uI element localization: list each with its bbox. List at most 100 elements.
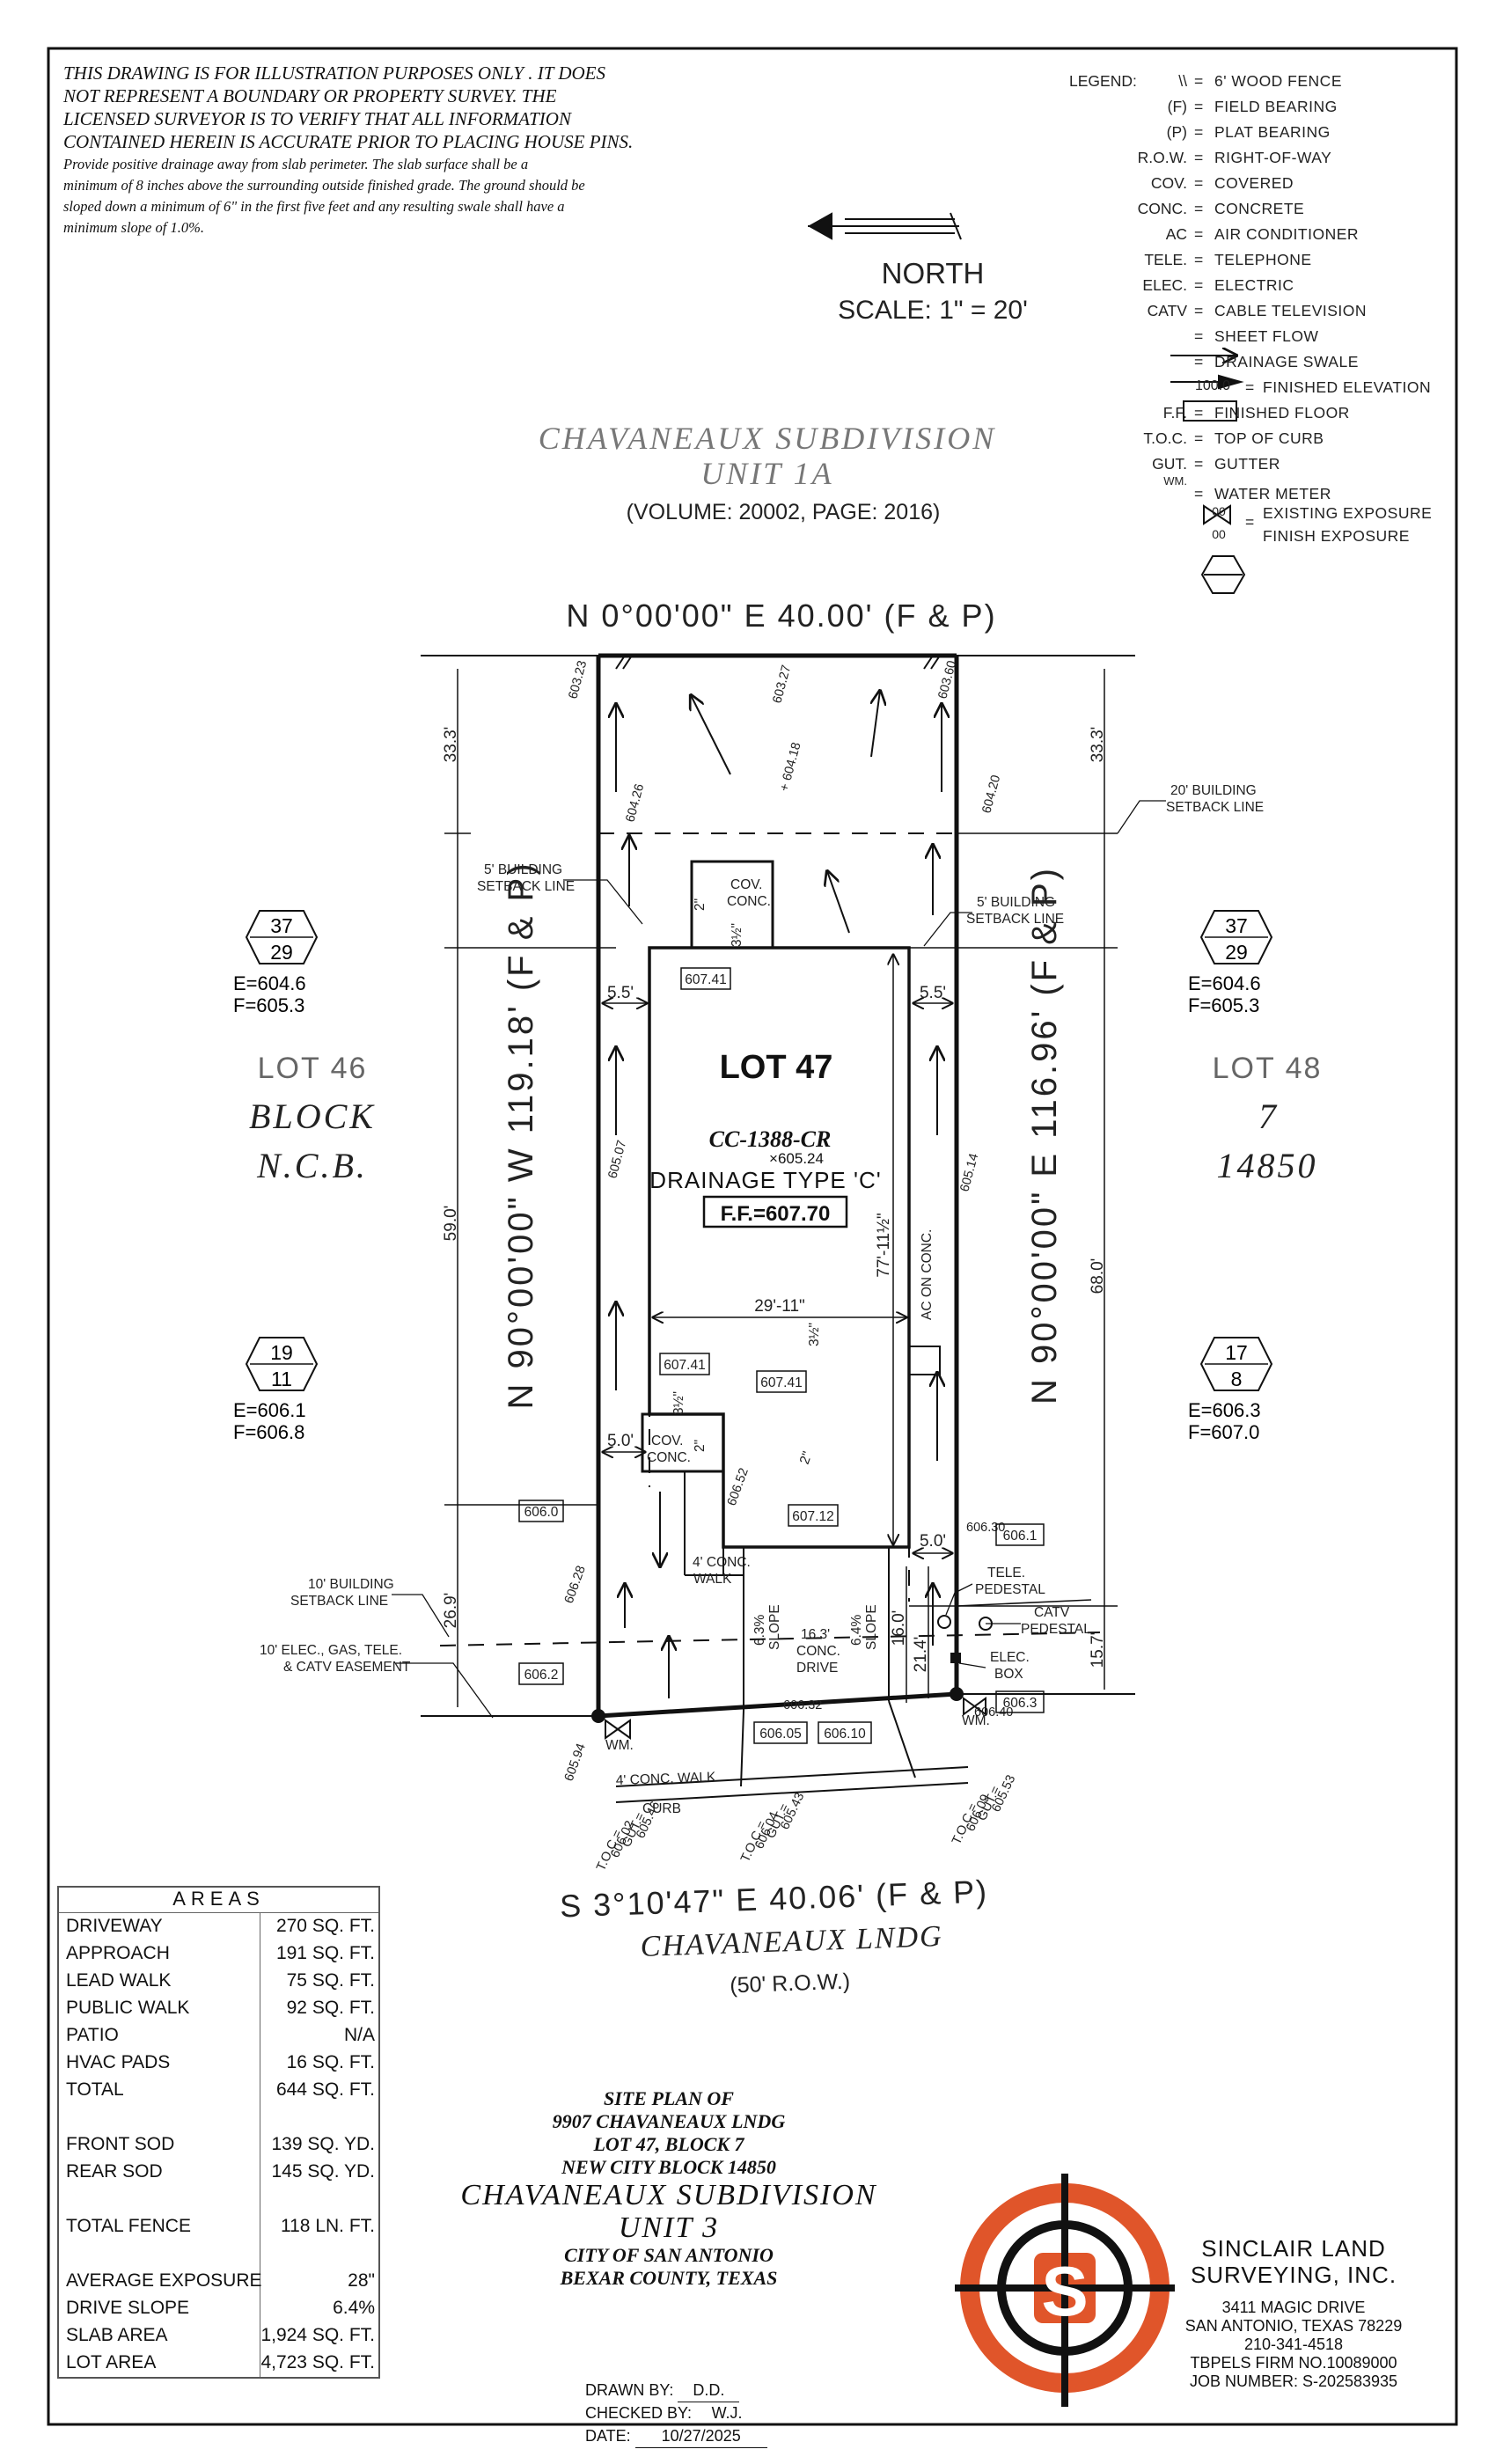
- svg-text:606.0: 606.0: [524, 1505, 559, 1520]
- svg-text:606.40: 606.40: [974, 1705, 1013, 1720]
- svg-text:10' BUILDING: 10' BUILDING: [308, 1577, 394, 1592]
- svg-text:77'-11½": 77'-11½": [875, 1213, 893, 1277]
- svg-text:59.0': 59.0': [442, 1206, 460, 1242]
- svg-text:604.26: 604.26: [623, 782, 647, 824]
- svg-text:29: 29: [1225, 941, 1248, 964]
- extension-lines: [421, 655, 1135, 1717]
- svg-text:603.23: 603.23: [566, 659, 590, 700]
- drainage-type: DRAINAGE TYPE 'C': [649, 1167, 881, 1193]
- svg-text:606.30: 606.30: [966, 1521, 1005, 1535]
- areas-title: AREAS: [59, 1888, 378, 1913]
- svg-text:10' ELEC., GAS, TELE.: 10' ELEC., GAS, TELE.: [260, 1643, 402, 1658]
- svg-text:21.4': 21.4': [912, 1637, 930, 1673]
- svg-text:5.0': 5.0': [920, 1532, 946, 1551]
- corner-pin-se: [950, 1687, 964, 1701]
- north-arrow: [807, 212, 962, 240]
- svg-text:CONC.: CONC.: [647, 1450, 691, 1465]
- company-block: SINCLAIR LAND SURVEYING, INC. 3411 MAGIC…: [1184, 2235, 1403, 2390]
- svg-text:16.3': 16.3': [801, 1627, 830, 1642]
- svg-text:CURB: CURB: [642, 1801, 681, 1816]
- fence-ticks: [615, 655, 941, 670]
- corner-pin-sw: [591, 1709, 605, 1723]
- tele-pedestal-icon: [937, 1615, 951, 1629]
- svg-text:4' CONC.: 4' CONC.: [693, 1555, 751, 1570]
- subdivision-title: CHAVANEAUX SUBDIVISION: [539, 421, 996, 456]
- svg-text:3½": 3½": [730, 923, 744, 947]
- lot48-label: LOT 48: [1213, 1052, 1323, 1085]
- block-number: 7: [1258, 1096, 1278, 1136]
- svg-text:20' BUILDING: 20' BUILDING: [1170, 783, 1257, 798]
- legend: LEGEND:\\=6' WOOD FENCE (F)=FIELD BEARIN…: [1069, 72, 1433, 545]
- svg-text:607.12: 607.12: [792, 1509, 833, 1524]
- svg-text:6.3%: 6.3%: [752, 1614, 767, 1646]
- svg-text:+ 604.18: + 604.18: [777, 741, 803, 793]
- logo-letter: S: [1041, 2252, 1088, 2330]
- svg-text:605.07: 605.07: [605, 1139, 629, 1180]
- svg-text:F=605.3: F=605.3: [1188, 994, 1259, 1016]
- exposure-left-top: 37 29 E=604.6 F=605.3: [233, 910, 319, 1016]
- svg-text:SETBACK LINE: SETBACK LINE: [1166, 800, 1264, 815]
- block-label: BLOCK: [249, 1096, 376, 1136]
- svg-text:37: 37: [270, 914, 293, 937]
- north-label: NORTH: [882, 257, 985, 290]
- ac-pad: [908, 1346, 941, 1375]
- scale-label: SCALE: 1" = 20': [838, 296, 1028, 325]
- svg-text:COV.: COV.: [730, 877, 762, 892]
- svg-text:37: 37: [1225, 914, 1248, 937]
- subdivision-volume: (VOLUME: 20002, PAGE: 2016): [627, 500, 941, 524]
- svg-text:PEDESTAL: PEDESTAL: [975, 1582, 1045, 1597]
- svg-text:BOX: BOX: [994, 1667, 1023, 1682]
- svg-text:SETBACK LINE: SETBACK LINE: [290, 1594, 388, 1609]
- areas-row: [59, 2240, 378, 2268]
- svg-text:19: 19: [270, 1341, 293, 1364]
- svg-text:E=606.1: E=606.1: [233, 1399, 306, 1421]
- svg-text:606.28: 606.28: [562, 1564, 589, 1605]
- street-name: CHAVANEAUX LNDG: [640, 1920, 943, 1963]
- east-bearing: N 90°00'00" E 116.96' (F & P): [1025, 866, 1064, 1404]
- finished-floor: F.F.=607.70: [721, 1202, 831, 1226]
- elec-box-icon: [950, 1653, 961, 1663]
- svg-text:29: 29: [270, 941, 293, 964]
- svg-text:5.0': 5.0': [607, 1432, 634, 1450]
- svg-text:68.0': 68.0': [1089, 1258, 1107, 1294]
- svg-text:& CATV EASEMENT: & CATV EASEMENT: [283, 1660, 411, 1675]
- elevation-labels: 603.23 603.27 603.60 + 604.18 604.26 604…: [562, 659, 1019, 1874]
- svg-text:WM.: WM.: [962, 1713, 990, 1728]
- catv-pedestal-icon: [979, 1617, 993, 1631]
- svg-text:CONC.: CONC.: [727, 894, 771, 909]
- svg-text:605.14: 605.14: [957, 1152, 981, 1193]
- subdivision-unit: UNIT 1A: [700, 456, 833, 491]
- svg-text:SLOPE: SLOPE: [864, 1604, 879, 1650]
- svg-text:606.10: 606.10: [824, 1727, 866, 1742]
- flow-arrows: [616, 691, 942, 1698]
- svg-text:CATV: CATV: [1034, 1605, 1070, 1620]
- svg-text:ELEC.: ELEC.: [990, 1650, 1030, 1665]
- svg-text:606.2: 606.2: [524, 1668, 559, 1683]
- svg-text:E=604.6: E=604.6: [1188, 972, 1261, 994]
- cov-conc-top: [690, 860, 774, 950]
- svg-text:SETBACK LINE: SETBACK LINE: [966, 912, 1064, 927]
- svg-text:11: 11: [271, 1368, 292, 1390]
- svg-text:606.1: 606.1: [1003, 1529, 1038, 1544]
- svg-text:17: 17: [1225, 1341, 1248, 1364]
- ff-box: [702, 1195, 848, 1228]
- svg-text:607.41: 607.41: [760, 1375, 802, 1390]
- areas-row: [59, 2186, 378, 2213]
- svg-text:606.52: 606.52: [725, 1466, 752, 1507]
- svg-text:SETBACK LINE: SETBACK LINE: [477, 879, 575, 894]
- svg-text:604.20: 604.20: [979, 774, 1003, 815]
- lot-spot-elev: ×605.24: [769, 1150, 824, 1167]
- svg-text:26.9': 26.9': [442, 1593, 460, 1629]
